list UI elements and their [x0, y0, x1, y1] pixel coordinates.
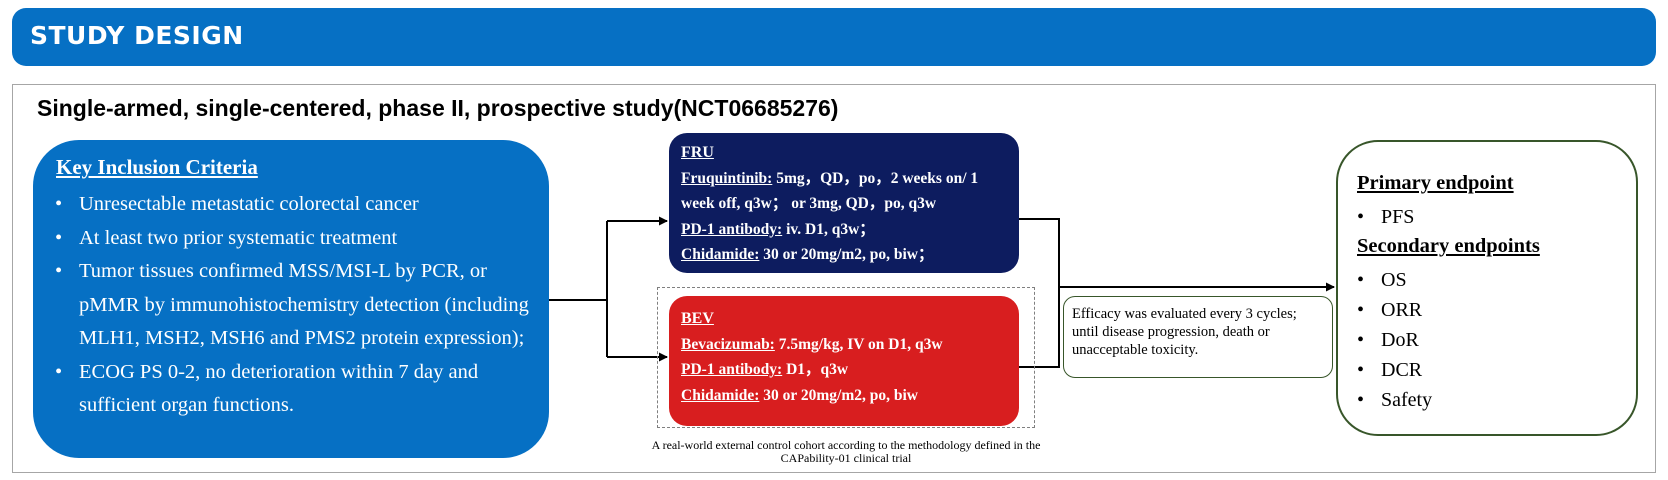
control-cohort-dashed-box: [657, 287, 1035, 428]
criteria-item: Unresectable metastatic colorectal cance…: [55, 188, 535, 222]
fru-drug-1-name: Fruquintinib:: [681, 169, 773, 187]
fru-drug-2-dose: iv. D1, q3w；: [782, 220, 875, 238]
bev-drug-2: PD-1 antibody: D1，q3w: [681, 357, 1011, 383]
criteria-item: Tumor tissues confirmed MSS/MSI-L by PCR…: [55, 255, 535, 356]
header-bar: STUDY DESIGN: [12, 8, 1656, 66]
bev-out-connector: [1019, 287, 1060, 368]
study-subtitle: Single-armed, single-centered, phase II,…: [37, 95, 839, 121]
inclusion-title: Key Inclusion Criteria: [56, 155, 258, 179]
bev-arm-title: BEV: [681, 310, 714, 327]
criteria-item: ECOG PS 0-2, no deterioration within 7 d…: [55, 356, 535, 423]
secondary-endpoint-item: DoR: [1357, 325, 1432, 355]
criteria-list: Unresectable metastatic colorectal cance…: [55, 188, 535, 423]
fru-drug-3-dose: 30 or 20mg/m2, po, biw；: [759, 246, 934, 263]
fru-drug-1-dose: 5mg，QD，po，2 weeks on/ 1 week off, q3w； o…: [681, 169, 979, 213]
bev-drug-1-name: Bevacizumab:: [681, 335, 775, 353]
fru-drug-2-name: PD-1 antibody:: [681, 220, 783, 238]
bev-drug-1: Bevacizumab: 7.5mg/kg, IV on D1, q3w: [681, 332, 1011, 358]
fru-drug-3-name: Chidamide:: [681, 246, 760, 263]
bev-drug-2-dose: D1，q3w: [782, 361, 849, 378]
secondary-endpoint-item: DCR: [1357, 355, 1432, 385]
secondary-endpoint-item: OS: [1357, 265, 1432, 295]
fru-drug-2: PD-1 antibody: iv. D1, q3w；: [681, 217, 1011, 243]
bev-drug-1-dose: 7.5mg/kg, IV on D1, q3w: [774, 335, 943, 353]
bev-drug-3-dose: 30 or 20mg/m2, po, biw: [759, 386, 918, 404]
secondary-endpoints-list: OS ORR DoR DCR Safety: [1357, 265, 1432, 415]
primary-endpoint-title: Primary endpoint: [1357, 172, 1514, 194]
bev-drug-3-name: Chidamide:: [681, 386, 760, 404]
primary-endpoint-list: PFS: [1357, 202, 1414, 232]
efficacy-evaluation-box: Efficacy was evaluated every 3 cycles; u…: [1063, 296, 1333, 378]
secondary-endpoints-title: Secondary endpoints: [1357, 235, 1540, 257]
bev-arm-box: BEV Bevacizumab: 7.5mg/kg, IV on D1, q3w…: [669, 296, 1019, 426]
fru-drug-1: Fruquintinib: 5mg，QD，po，2 weeks on/ 1 we…: [681, 166, 1011, 217]
fru-arm-title: FRU: [681, 144, 714, 161]
header-title: STUDY DESIGN: [30, 21, 244, 50]
fru-out-connector: [1019, 218, 1060, 287]
primary-endpoint-item: PFS: [1357, 202, 1414, 232]
endpoints-box: Primary endpoint PFS Secondary endpoints…: [1336, 140, 1638, 436]
fru-arm-box: FRU Fruquintinib: 5mg，QD，po，2 weeks on/ …: [669, 133, 1019, 273]
bev-drug-2-name: PD-1 antibody:: [681, 361, 783, 378]
inclusion-criteria-box: Key Inclusion Criteria Unresectable meta…: [33, 140, 549, 458]
main-frame: [12, 84, 1656, 473]
secondary-endpoint-item: ORR: [1357, 295, 1432, 325]
secondary-endpoint-item: Safety: [1357, 385, 1432, 415]
fru-drug-3: Chidamide: 30 or 20mg/m2, po, biw；: [681, 242, 1011, 268]
bev-drug-3: Chidamide: 30 or 20mg/m2, po, biw: [681, 383, 1011, 409]
control-cohort-note: A real-world external control cohort acc…: [651, 438, 1041, 465]
criteria-item: At least two prior systematic treatment: [55, 222, 535, 256]
